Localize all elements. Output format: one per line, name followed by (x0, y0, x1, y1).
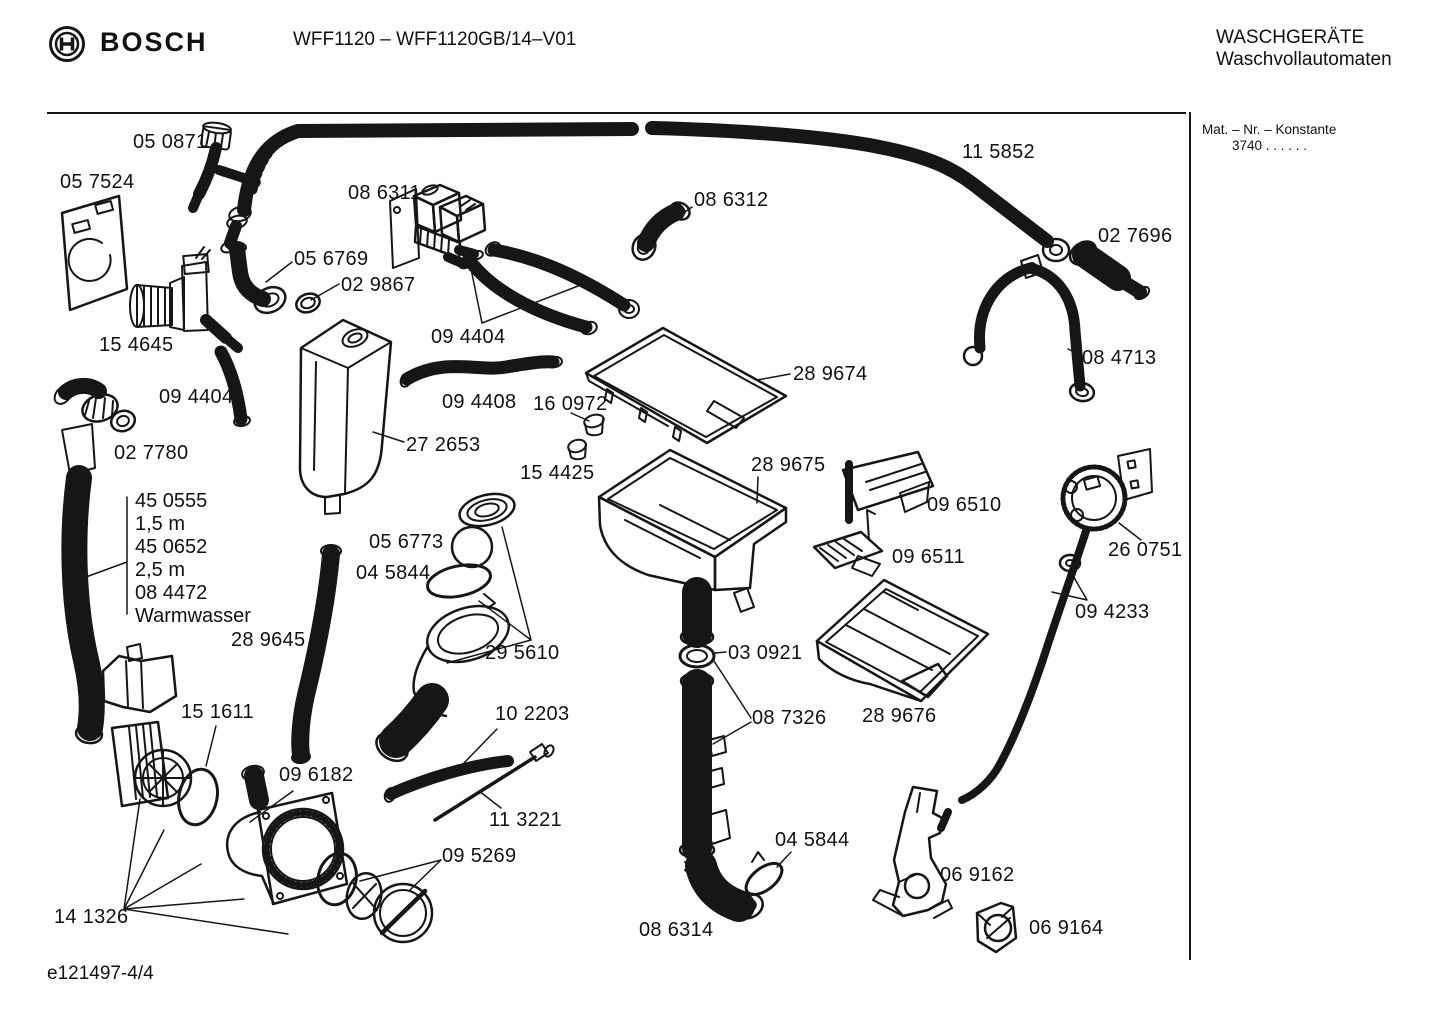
part-label: 02 7696 (1098, 225, 1173, 247)
part-label: 15 4425 (520, 462, 595, 484)
small-elbow-drawing (631, 201, 693, 261)
part-label: 08 6312 (694, 189, 769, 211)
dispenser-lid-drawing (584, 326, 791, 445)
standpipe-drawing (678, 643, 792, 922)
valve-outlet-hose-drawing (214, 345, 251, 428)
department-block: WASCHGERÄTE Waschvollautomaten (1216, 27, 1392, 71)
part-label: 05 6769 (294, 248, 369, 270)
material-number-box: Mat. – Nr. – Konstante 3740 . . . . . . (1202, 122, 1336, 154)
bosch-logo-icon (49, 26, 85, 62)
dispenser-housing-drawing (597, 448, 788, 648)
header-rule (47, 112, 1186, 114)
part-label: 27 2653 (406, 434, 481, 456)
part-label: 09 6182 (279, 764, 354, 786)
hose-note-line: 45 0555 (135, 490, 208, 512)
part-label: 04 5844 (775, 829, 850, 851)
part-label: 05 0871 (133, 131, 208, 153)
part-label: 06 9162 (940, 864, 1015, 886)
funnel-assembly-drawing (375, 492, 532, 763)
part-label: 26 0751 (1108, 539, 1183, 561)
department-line1: WASCHGERÄTE (1216, 27, 1365, 48)
part-label: 03 0921 (728, 642, 803, 664)
part-label: 15 4645 (99, 334, 174, 356)
hose-note-line: 1,5 m (135, 513, 186, 535)
brand-name: BOSCH (100, 27, 208, 57)
hose-note-line: 08 4472 (135, 582, 208, 604)
part-label: 06 9164 (1029, 917, 1104, 939)
material-number-label: Mat. – Nr. – Konstante (1202, 122, 1337, 137)
part-label: 14 1326 (54, 906, 129, 928)
hose-variant-note: 45 0555 1,5 m 45 0652 2,5 m 08 4472 Warm… (135, 490, 251, 628)
part-label: 05 7524 (60, 171, 135, 193)
siphon-parts-drawing (812, 450, 935, 577)
hose-note-line: 2,5 m (135, 559, 186, 581)
part-label: 09 4404 (431, 326, 506, 348)
part-label: 09 5269 (442, 845, 517, 867)
part-label: 28 9676 (862, 705, 937, 727)
part-label: 09 4408 (442, 391, 517, 413)
hot-water-hose-drawing (53, 377, 137, 745)
bosch-logo (47, 24, 87, 64)
dispenser-drawer-drawing (815, 578, 990, 703)
page-title: WFF1120 – WFF1120GB/14–V01 (293, 29, 577, 50)
part-label: 02 9867 (341, 274, 416, 296)
fill-hose-drawing (220, 121, 1071, 263)
part-label: 11 3221 (489, 809, 562, 831)
part-label: 15 1611 (181, 701, 254, 723)
part-label: 08 7326 (752, 707, 827, 729)
hose-note-line: Warmwasser (135, 605, 251, 627)
part-label: 28 9674 (793, 363, 868, 385)
part-label: 09 4233 (1075, 601, 1150, 623)
part-label: 05 6773 (369, 531, 444, 553)
part-label: 08 4713 (1082, 347, 1157, 369)
part-label: 08 6314 (639, 919, 714, 941)
elbow-and-seal-drawing (227, 240, 340, 315)
hose-clamp-drawing (962, 240, 1151, 403)
dispenser-container-drawing (291, 318, 405, 765)
part-label: 29 5610 (485, 642, 560, 664)
part-label: 09 4404 (159, 386, 234, 408)
department-line2: Waschvollautomaten (1216, 49, 1392, 70)
part-label: 02 7780 (114, 442, 189, 464)
part-label: 08 6311 (348, 182, 421, 204)
part-label: 28 9645 (231, 629, 306, 651)
cable-tie-drawing (383, 728, 555, 822)
hose-note-line: 45 0652 (135, 536, 208, 558)
mounting-plate-drawing (60, 194, 129, 312)
inlet-valve-drawing (129, 246, 243, 353)
part-label: 10 2203 (495, 703, 570, 725)
part-label: 11 5852 (962, 141, 1035, 163)
brackets-drawing (872, 785, 1018, 954)
y-connector-drawing (188, 121, 261, 213)
grommets-drawing (567, 412, 605, 461)
material-number-value: 3740 . . . . . . (1232, 138, 1308, 153)
connection-hoses-drawing (399, 241, 640, 388)
drain-pump-drawing (101, 643, 442, 944)
info-divider (1189, 112, 1191, 960)
part-label: 09 6511 (892, 546, 965, 568)
document-reference: e121497-4/4 (47, 963, 154, 984)
part-label: 28 9675 (751, 454, 826, 476)
part-label: 16 0972 (533, 393, 608, 415)
pressure-switch-drawing (937, 448, 1153, 832)
part-label: 04 5844 (356, 562, 431, 584)
part-label: 09 6510 (927, 494, 1002, 516)
